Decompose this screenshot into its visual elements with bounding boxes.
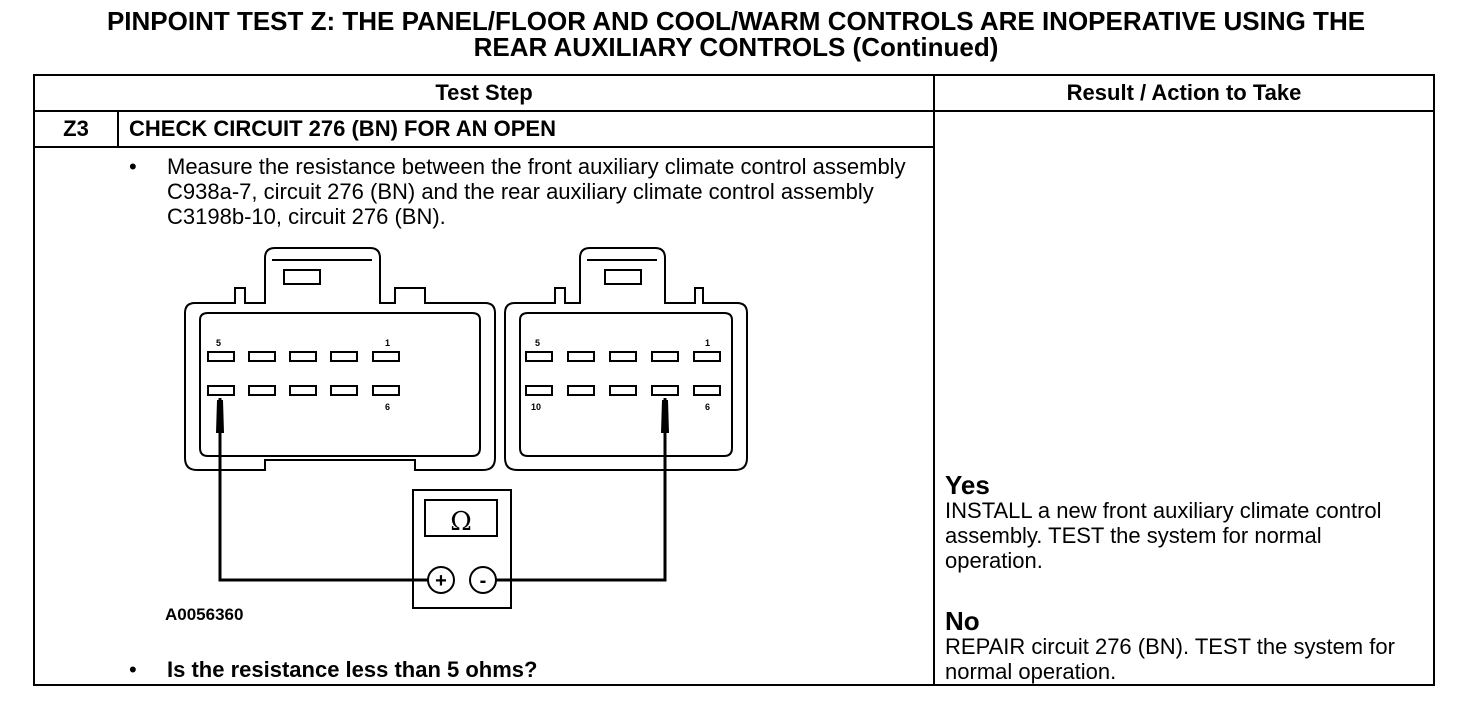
- pinpoint-test-table: Test Step Result / Action to Take Z3 CHE…: [32, 74, 1436, 686]
- step-instruction: Measure the resistance between the front…: [167, 154, 906, 229]
- title-line-1: PINPOINT TEST Z: THE PANEL/FLOOR AND COO…: [106, 6, 1366, 36]
- figure-id: A0056360: [165, 605, 244, 624]
- no-label: No: [945, 606, 980, 636]
- right-pin-label-10: 10: [531, 402, 541, 412]
- connector-diagram: 5 1 6 5 1 10 6 Ω + -: [184, 247, 748, 609]
- left-pin-label-6: 6: [385, 402, 390, 412]
- no-action: REPAIR circuit 276 (BN). TEST the system…: [945, 634, 1395, 684]
- ohmmeter: [412, 489, 512, 609]
- step-title: CHECK CIRCUIT 276 (BN) FOR AN OPEN: [116, 110, 936, 148]
- left-connector: [184, 247, 496, 471]
- step-question: Is the resistance less than 5 ohms?: [167, 657, 538, 682]
- test-leads: [218, 398, 667, 582]
- result-no: No REPAIR circuit 276 (BN). TEST the sys…: [945, 608, 1415, 684]
- step-id: Z3: [33, 110, 119, 148]
- header-result: Result / Action to Take: [933, 74, 1436, 112]
- bullet-instruction: •: [129, 154, 137, 179]
- right-pin-label-1: 1: [705, 338, 710, 348]
- plus-terminal-symbol: +: [435, 570, 447, 592]
- result-yes: Yes INSTALL a new front auxiliary climat…: [945, 472, 1415, 573]
- yes-label: Yes: [945, 470, 990, 500]
- right-connector: [504, 247, 748, 471]
- right-pin-label-6: 6: [705, 402, 710, 412]
- title-line-2: REAR AUXILIARY CONTROLS (Continued): [473, 32, 999, 62]
- page-title: PINPOINT TEST Z: THE PANEL/FLOOR AND COO…: [0, 8, 1472, 60]
- right-pin-label-5: 5: [535, 338, 540, 348]
- bullet-question: •: [129, 657, 137, 682]
- left-pin-label-5: 5: [216, 338, 221, 348]
- header-test-step: Test Step: [32, 74, 936, 112]
- ohm-symbol: Ω: [450, 507, 472, 537]
- probe-tips: [216, 400, 669, 433]
- minus-terminal-symbol: -: [480, 570, 487, 592]
- step-body: • Measure the resistance between the fro…: [32, 146, 936, 686]
- result-cell: Yes INSTALL a new front auxiliary climat…: [933, 110, 1436, 686]
- yes-action: INSTALL a new front auxiliary climate co…: [945, 498, 1382, 573]
- left-pin-label-1: 1: [385, 338, 390, 348]
